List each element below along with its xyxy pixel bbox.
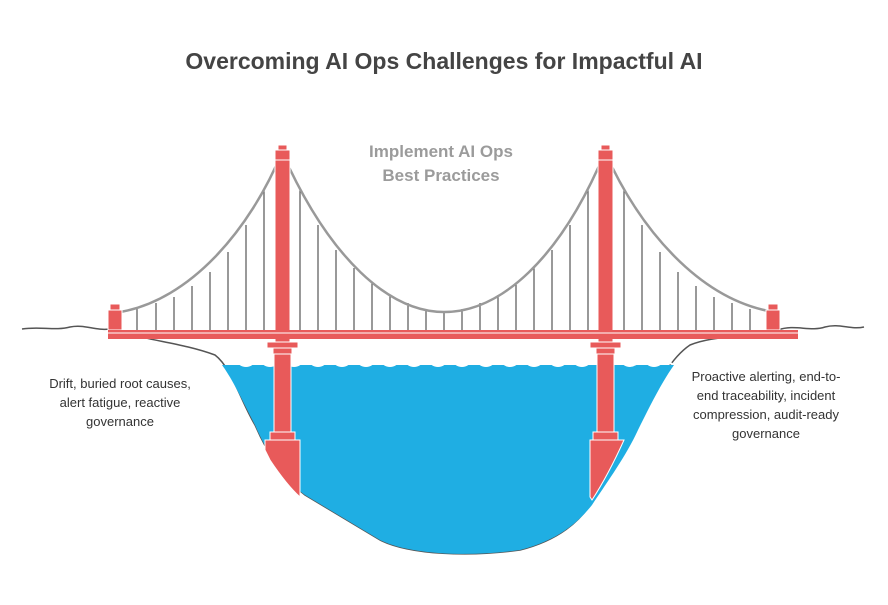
outcomes-line1: Proactive alerting, end-to- [691,369,841,384]
challenges-text: Drift, buried root causes, alert fatigue… [10,374,230,431]
right-foundation [589,439,625,501]
bridge-label-line2: Best Practices [382,166,500,185]
bridge-deck [108,330,798,339]
challenges-line1: Drift, buried root causes, [49,376,191,391]
left-foundation [264,439,301,499]
challenges-line2: alert fatigue, reactive [59,395,181,410]
page-title: Overcoming AI Ops Challenges for Impactf… [185,48,703,74]
suspender-cables [136,190,751,330]
left-tower [266,144,299,441]
left-end-anchor [107,303,123,331]
right-end-anchor [765,303,781,331]
outcomes-line2: end traceability, incident [696,388,836,403]
outcomes-text: Proactive alerting, end-to- end traceabi… [664,367,868,443]
river-water [222,365,674,554]
bridge-label-line1: Implement AI Ops [369,142,513,161]
outcomes-line3: compression, audit-ready [693,407,839,422]
right-tower [589,144,622,441]
outcomes-line4: governance [732,426,800,441]
bridge-label: Implement AI Ops Best Practices [321,140,561,188]
main-cables [119,151,775,314]
challenges-line3: governance [86,414,154,429]
